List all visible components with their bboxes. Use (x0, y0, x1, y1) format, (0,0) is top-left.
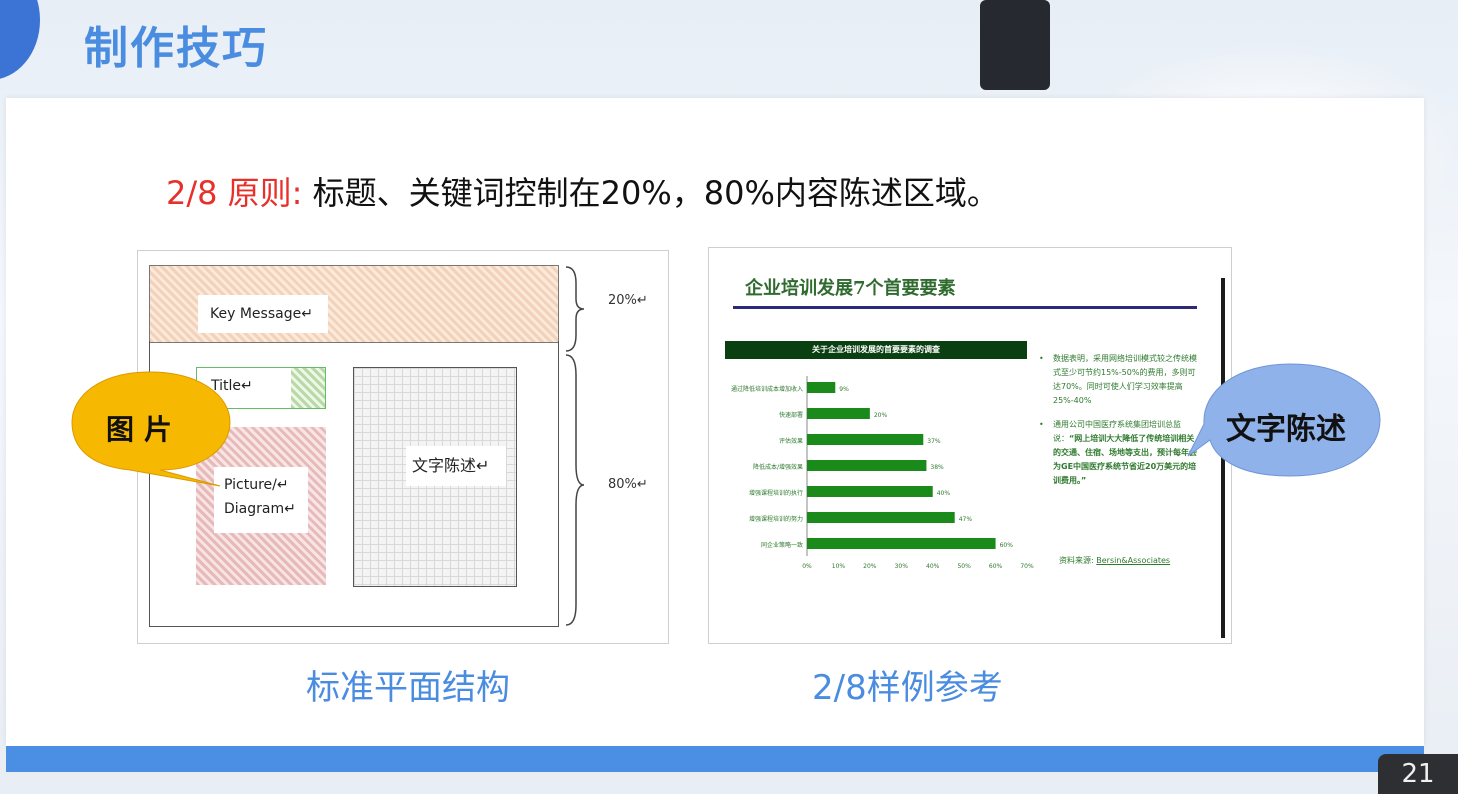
text-callout: 文字陈述 (1186, 360, 1386, 480)
page-title: 制作技巧 (84, 23, 268, 74)
speech-bubble-icon (1187, 363, 1381, 477)
sample-bullets: 数据表明，采用网络培训模式较之传统模式至少可节约15%-50%的费用，多则可达7… (1039, 352, 1199, 498)
category-label: 通过降低培训成本增加收入 (731, 385, 803, 393)
value-label: 47% (959, 516, 973, 523)
standard-layout-diagram: Key Message↵ Title↵ Picture/↵ Diagram↵ 文… (137, 250, 669, 644)
picture-label-line2: Diagram↵ (224, 501, 296, 517)
text-area: 文字陈述↵ (353, 367, 517, 587)
decorative-blob (0, 0, 40, 80)
chart-title: 关于企业培训发展的首要要素的调查 (725, 341, 1027, 359)
bullet-text: 通用公司中国医疗系统集团培训总监说： (1053, 420, 1181, 443)
bar (807, 434, 924, 445)
bar (807, 460, 927, 471)
picture-area: Picture/↵ Diagram↵ (196, 427, 326, 585)
category-label: 降低成本/增强效果 (753, 463, 803, 471)
caption-sample: 2/8样例参考 (812, 668, 1003, 708)
brace-icon (565, 266, 585, 626)
speech-bubble-icon (71, 371, 231, 487)
percent-20-label: 20%↵ (608, 293, 648, 308)
sample-slide: 企业培训发展7个首要要素 关于企业培训发展的首要要素的调查 通过降低培训成本增加… (708, 247, 1232, 644)
bar (807, 486, 933, 497)
picture-callout: 图片 (70, 370, 231, 487)
value-label: 38% (930, 464, 944, 471)
value-label: 9% (839, 386, 849, 393)
title-box-label: Title↵ (211, 378, 253, 394)
x-tick-label: 60% (989, 563, 1003, 570)
bar (807, 382, 836, 393)
category-label: 增强课程培训的努力 (749, 515, 803, 523)
x-tick-label: 70% (1020, 563, 1034, 570)
bar (807, 408, 870, 419)
category-label: 同企业策略一致 (761, 541, 803, 549)
content-frame (149, 341, 559, 627)
bullet-quote: “网上培训大大降低了传统培训相关的交通、住宿、场地等支出，预计每年会为GE中国医… (1053, 434, 1197, 485)
percent-80-label: 80%↵ (608, 477, 648, 492)
principle-text: 标题、关键词控制在20%，80%内容陈述区域。 (302, 174, 999, 212)
value-label: 20% (874, 412, 888, 419)
value-label: 60% (1000, 542, 1014, 549)
picture-label-box: Picture/↵ Diagram↵ (214, 467, 308, 533)
bar (807, 512, 955, 523)
footer-bar (6, 746, 1424, 772)
decorative-device (980, 0, 1050, 90)
x-tick-label: 40% (926, 563, 940, 570)
category-label: 增强课程培训的执行 (749, 489, 803, 497)
value-label: 40% (937, 490, 951, 497)
source-note: 资料来源: Bersin&Associates (1059, 555, 1170, 566)
page-number: 21 (1378, 754, 1458, 794)
principle-label: 2/8 原则: (166, 174, 303, 212)
text-callout-label: 文字陈述 (1226, 412, 1346, 447)
category-label: 评估效果 (779, 437, 803, 445)
bar (807, 538, 996, 549)
principle-statement: 2/8 原则: 标题、关键词控制在20%，80%内容陈述区域。 (166, 168, 999, 214)
picture-label-line1: Picture/↵ (224, 477, 289, 493)
x-tick-label: 30% (895, 563, 909, 570)
key-message-band: Key Message↵ (149, 265, 559, 343)
sample-title-rule (733, 306, 1197, 309)
bullet-item: 通用公司中国医疗系统集团培训总监说：“网上培训大大降低了传统培训相关的交通、住宿… (1039, 418, 1199, 488)
title-box-hatch (291, 368, 325, 408)
caption-standard-layout: 标准平面结构 (306, 668, 510, 708)
source-label: 资料来源: (1059, 556, 1097, 565)
bar-chart: 通过降低培训成本增加收入 9% 快速部署 20% 评估效果 37% 降低成本/增强效果 38%… (731, 376, 1034, 570)
key-message-box: Key Message↵ (198, 295, 328, 333)
picture-callout-label: 图片 (106, 413, 183, 446)
source-link[interactable]: Bersin&Associates (1096, 556, 1171, 565)
text-area-label: 文字陈述↵ (406, 446, 506, 486)
x-tick-label: 20% (863, 563, 877, 570)
x-tick-label: 10% (832, 563, 846, 570)
value-label: 37% (927, 438, 941, 445)
bullet-item: 数据表明，采用网络培训模式较之传统模式至少可节约15%-50%的费用，多则可达7… (1039, 352, 1199, 408)
sample-slide-title: 企业培训发展7个首要要素 (745, 278, 956, 299)
x-tick-label: 50% (957, 563, 971, 570)
category-label: 快速部署 (779, 411, 803, 419)
x-tick-label: 0% (802, 563, 812, 570)
